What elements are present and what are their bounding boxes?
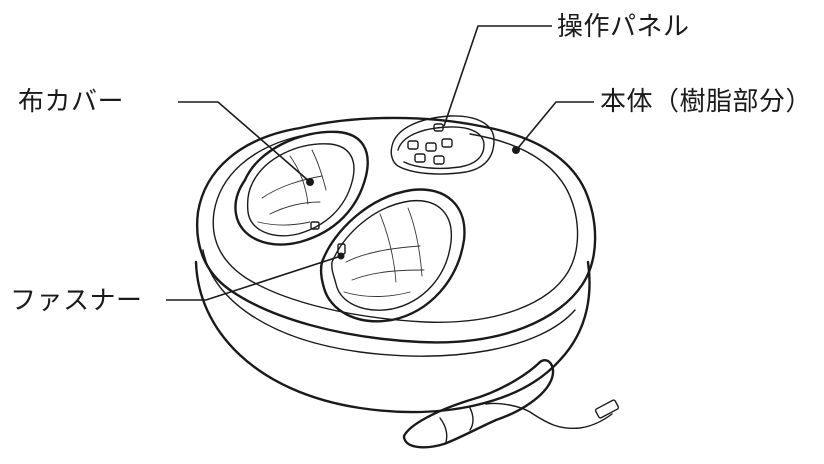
main-body-pointer-dot [512, 146, 520, 154]
cord-plug [594, 399, 620, 419]
control-panel-label: 操作パネル [557, 12, 690, 42]
leader-control-panel [443, 25, 552, 127]
panel-button-top [433, 123, 444, 132]
main-body-label: 本体（樹脂部分） [600, 87, 813, 117]
panel-button-right [441, 138, 453, 148]
body-side-band [202, 249, 576, 357]
panel-button-bottom-left [414, 153, 426, 163]
right-foot-opening-outer [319, 188, 466, 323]
cord-housing [402, 359, 555, 449]
left-foot-opening-inner [246, 143, 355, 237]
massager-body-outline [196, 116, 597, 344]
panel-button-left [407, 140, 419, 150]
massager-base [194, 260, 591, 414]
leader-zipper [166, 255, 342, 301]
panel-button-bottom-right [433, 155, 445, 165]
leader-main-body [517, 101, 594, 149]
body-top-rim [212, 133, 579, 323]
leader-fabric-cover [178, 101, 311, 183]
control-panel-bevel [397, 126, 485, 170]
right-foot-opening-inner [331, 199, 453, 311]
control-panel-housing [390, 115, 495, 175]
power-cord [485, 402, 613, 430]
left-foot-opening-outer [234, 130, 369, 246]
fabric-cover-label: 布カバー [18, 87, 125, 117]
zipper-label: ファスナー [10, 286, 143, 316]
left-zipper-pull [310, 221, 320, 230]
panel-button-center [425, 142, 437, 152]
